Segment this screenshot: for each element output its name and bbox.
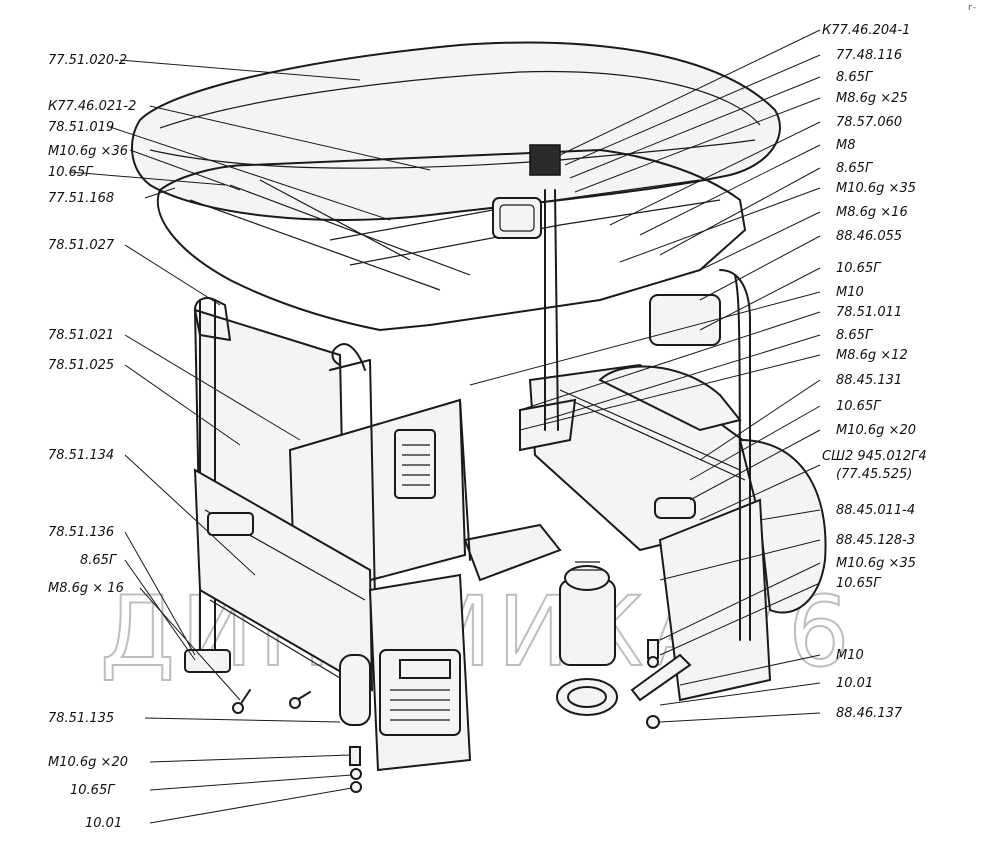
part-label: (77.45.525) — [836, 467, 912, 482]
part-label: М10.6g ×36 — [48, 144, 128, 159]
part-label: 78.51.025 — [48, 358, 114, 373]
part-label: 8.65Г — [80, 553, 118, 568]
part-label: 88.46.137 — [836, 706, 903, 721]
front-cover-plate — [339, 573, 472, 772]
part-label: М8.6g ×12 — [836, 348, 908, 363]
part-label: 8.65Г — [836, 161, 874, 176]
part-label: 78.57.060 — [836, 115, 902, 130]
part-label: М10.6g ×20 — [836, 423, 916, 438]
part-label: 10.65Г — [48, 165, 94, 180]
part-label: 78.51.011 — [836, 305, 902, 320]
part-label: 88.45.011-4 — [836, 503, 915, 518]
part-label: 78.51.027 — [48, 238, 115, 253]
part-label: М10 — [836, 285, 864, 300]
part-label: 88.45.128-3 — [836, 533, 915, 548]
part-label: 10.65Г — [70, 783, 116, 798]
part-label: 8.65Г — [836, 70, 874, 85]
cab-lower-panel — [193, 468, 374, 692]
center-mount-bracket — [459, 189, 577, 582]
part-label: 78.51.021 — [48, 328, 114, 343]
part-label: 78.51.134 — [48, 448, 114, 463]
part-labels: 77.51.020-2 К77.46.021-2 78.51.019 М10.6… — [48, 23, 927, 831]
part-label: 78.51.136 — [48, 525, 114, 540]
right-side-tray — [528, 363, 827, 614]
part-label: К77.46.204-1 — [822, 23, 910, 38]
part-label: СШ2 945.012Г4 — [822, 449, 927, 464]
part-label: 88.46.055 — [836, 229, 902, 244]
part-label: 78.51.135 — [48, 711, 114, 726]
part-label: М10.6g ×20 — [48, 755, 128, 770]
leader-lines — [69, 29, 821, 824]
part-label: 77.48.116 — [836, 48, 902, 63]
corner-mark: г- — [968, 3, 976, 13]
part-label: 10.65Г — [836, 261, 882, 276]
fasteners — [232, 639, 692, 793]
part-label: 78.51.019 — [48, 120, 114, 135]
part-label: М10.6g ×35 — [836, 181, 916, 196]
water-container — [559, 561, 616, 666]
part-label: М8.6g ×16 — [836, 205, 908, 220]
part-label: 10.65Г — [836, 576, 882, 591]
part-label: М8.6g ×25 — [836, 91, 908, 106]
cab-rear-panel — [288, 343, 467, 611]
part-label: М10.6g ×35 — [836, 556, 916, 571]
part-label: М8 — [836, 138, 856, 153]
part-label: 88.45.131 — [836, 373, 902, 388]
part-label: К77.46.021-2 — [48, 99, 136, 114]
roof-frame — [156, 144, 746, 331]
part-label: М10 — [836, 648, 864, 663]
part-label: 10.01 — [836, 676, 873, 691]
part-label: 10.65Г — [836, 399, 882, 414]
part-label: 77.51.020-2 — [48, 53, 127, 68]
part-label: М8.6g × 16 — [48, 581, 124, 596]
part-label: 10.01 — [85, 816, 122, 831]
seal-ring — [556, 678, 618, 716]
part-label: 8.65Г — [836, 328, 874, 343]
part-label: 77.51.168 — [48, 191, 114, 206]
